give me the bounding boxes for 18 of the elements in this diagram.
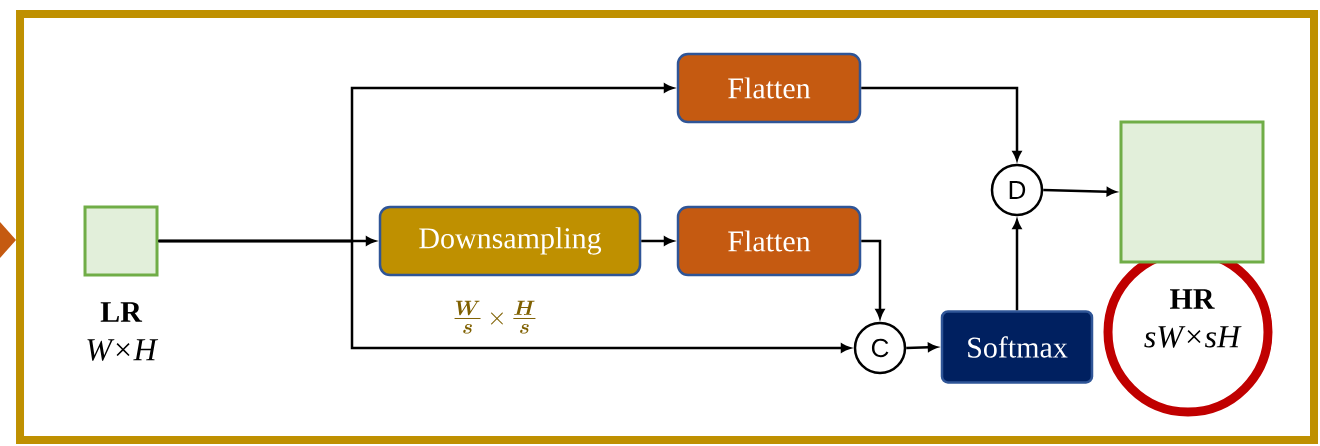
arrow [641,236,674,246]
arrow [158,239,851,353]
size-formula: $\frac{\boldsymbol{W}}{\boldsymbol{s}}\times\frac{\boldsymbol{H}}{\boldsymbol{s}}$ [454,300,536,334]
arrow [1043,187,1117,197]
image-label: LR [100,302,143,322]
image-size: sW×sH [1144,326,1242,348]
arrow [861,239,885,319]
image-square [1119,120,1265,264]
arrow [861,86,1022,161]
image-size: W×H [87,339,159,361]
image-square [83,205,159,277]
arrow [1012,219,1022,311]
process-box: Flatten [676,205,862,277]
process-box: Flatten [676,52,862,124]
arrow [906,342,938,352]
process-box: Downsampling [378,205,642,277]
image-label: HR [1170,289,1215,309]
process-box: Softmax [940,310,1094,384]
